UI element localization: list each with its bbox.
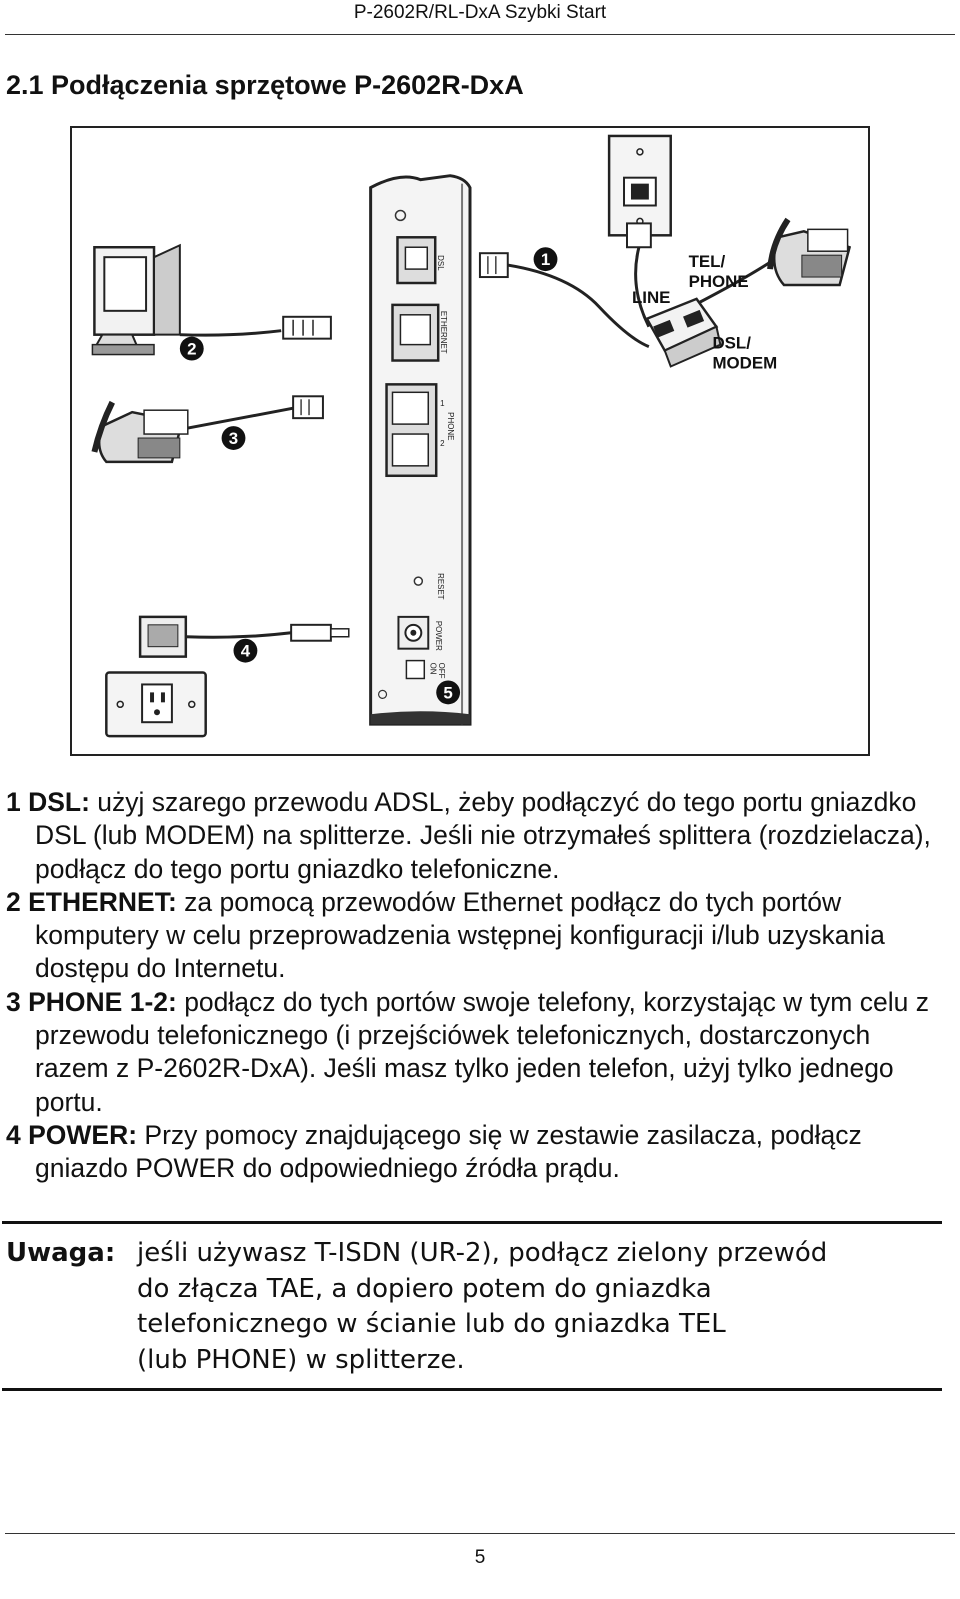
wall-phone-jack-icon	[607, 134, 672, 249]
phone-port-1-label: 1	[440, 399, 445, 408]
ethernet-port-label: ETHERNET	[439, 311, 448, 354]
reset-label: RESET	[436, 573, 445, 600]
note-body: jeśli używasz T-ISDN (UR-2), podłącz zie…	[137, 1236, 937, 1378]
instruction-term: 3 PHONE 1-2:	[6, 986, 177, 1017]
instruction-text: za pomocą przewodów Ethernet podłącz do …	[35, 886, 885, 984]
dsl-splitter-label: DSL/	[712, 334, 751, 353]
note-line: telefonicznego w ścianie lub do gniazdka…	[137, 1309, 726, 1339]
phone-label: PHONE	[689, 272, 749, 291]
instruction-ethernet: 2 ETHERNET: za pomocą przewodów Ethernet…	[6, 886, 946, 986]
instruction-term: 2 ETHERNET:	[6, 886, 177, 917]
power-switch	[405, 659, 426, 680]
svg-text:5: 5	[443, 683, 452, 702]
instruction-dsl: 1 DSL: użyj szarego przewodu ADSL, żeby …	[6, 786, 946, 886]
reset-button	[413, 576, 424, 586]
splitter-icon	[645, 297, 722, 368]
note-bottom-divider	[2, 1388, 942, 1391]
page-number: 5	[474, 1547, 486, 1568]
switch-off-label: OFF	[437, 663, 446, 679]
tel-label: TEL/	[689, 252, 726, 271]
computer-icon	[91, 243, 181, 356]
callout-4: 4	[233, 638, 258, 663]
wall-outlet-icon	[105, 671, 207, 738]
instruction-text: użyj szarego przewodu ADSL, żeby podłącz…	[35, 787, 931, 884]
instruction-text: Przy pomocy znajdującego się w zestawie …	[35, 1119, 862, 1184]
footer-divider	[5, 1533, 955, 1534]
line-cable	[634, 246, 651, 328]
phone-cable	[187, 395, 324, 430]
header-divider	[5, 34, 955, 35]
svg-text:1: 1	[541, 250, 550, 269]
modem-label: MODEM	[712, 353, 777, 372]
instruction-phone: 3 PHONE 1-2: podłącz do tych portów swoj…	[6, 986, 946, 1119]
connection-instructions: 1 DSL: użyj szarego przewodu ADSL, żeby …	[6, 786, 946, 1186]
running-header: P-2602R/RL-DxA Szybki Start	[353, 2, 607, 23]
note-top-divider	[2, 1221, 942, 1224]
note-line: do złącza TAE, a dopiero potem do gniazd…	[137, 1273, 712, 1304]
telephone-right-icon	[767, 217, 852, 287]
ethernet-cable	[179, 315, 332, 340]
section-heading: 2.1 Podłączenia sprzętowe P-2602R-DxA	[6, 70, 524, 100]
instruction-power: 4 POWER: Przy pomocy znajdującego się w …	[6, 1119, 946, 1186]
svg-text:4: 4	[241, 642, 251, 661]
line-label: LINE	[632, 288, 670, 307]
switch-on-label: ON	[428, 663, 437, 675]
power-label: POWER	[434, 621, 443, 651]
dsl-cable	[478, 252, 650, 348]
svg-text:3: 3	[229, 429, 238, 448]
callout-1: 1	[533, 247, 558, 272]
phone-port-2-label: 2	[440, 439, 445, 448]
dsl-port-label: DSL	[436, 255, 445, 271]
telephone-icon	[91, 400, 189, 464]
svg-text:2: 2	[187, 340, 196, 359]
callout-5: 5	[436, 680, 461, 705]
note-line: (lub PHONE) w splitterze.	[137, 1344, 465, 1375]
hardware-connection-diagram: DSL ETHERNET 1 2 PHONE RESET POWER ON OF…	[70, 126, 870, 756]
callout-3: 3	[221, 426, 246, 450]
power-adapter-icon	[138, 615, 350, 658]
note-label: Uwaga:	[6, 1238, 116, 1268]
instruction-term: 1 DSL:	[6, 787, 90, 817]
note-line: jeśli używasz T-ISDN (UR-2), podłącz zie…	[137, 1238, 828, 1268]
phone-port-label: PHONE	[446, 412, 455, 440]
callout-2: 2	[179, 336, 204, 361]
instruction-text: podłącz do tych portów swoje telefony, k…	[35, 986, 929, 1117]
instruction-term: 4 POWER:	[6, 1119, 138, 1150]
router-back-panel: DSL ETHERNET 1 2 PHONE RESET POWER ON OF…	[369, 174, 472, 726]
